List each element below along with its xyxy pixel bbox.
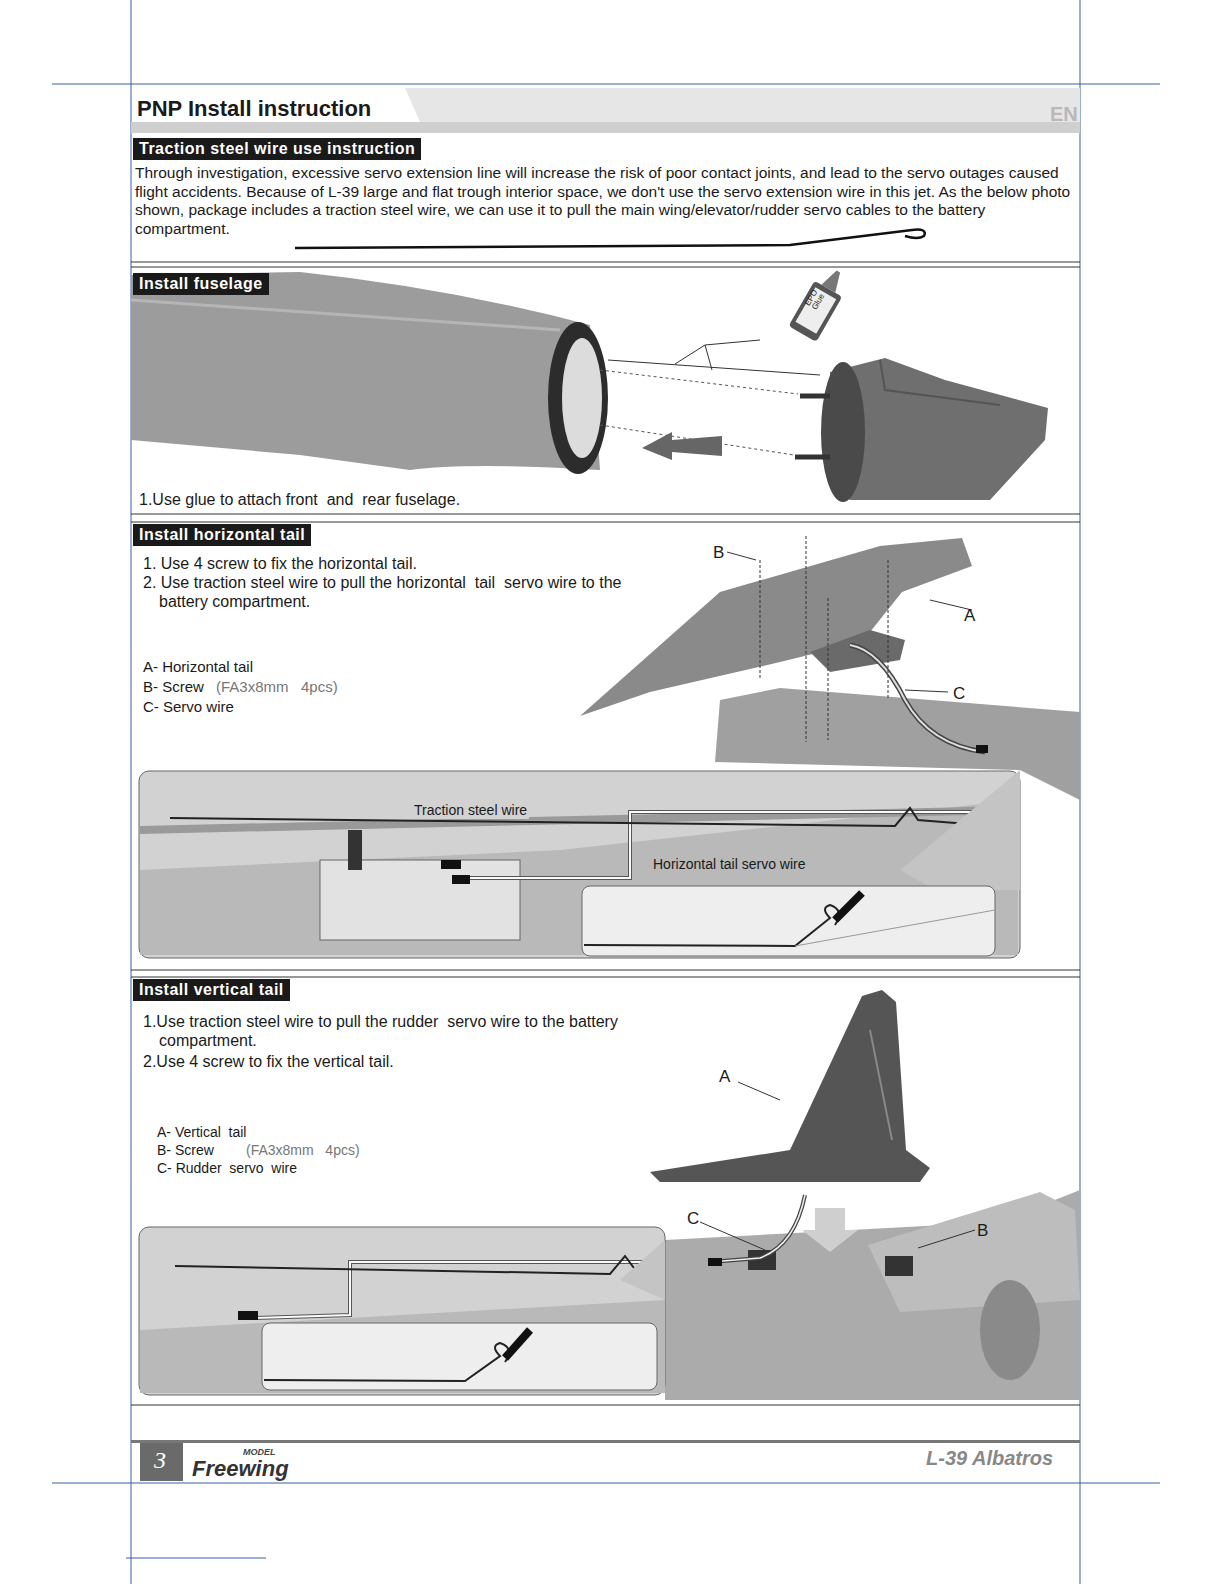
step-text: 1.Use traction steel wire to pull the ru… [143, 1012, 649, 1050]
page-number: 3 [154, 1446, 166, 1475]
legend-item: A- Horizontal tail [143, 658, 253, 676]
callout-letter: A [964, 606, 975, 626]
spec-text: (FA3x8mm 4pcs) [216, 678, 338, 696]
callout-letter: A [719, 1067, 730, 1087]
tail-fuselage [665, 1190, 1080, 1400]
steel-wire [295, 230, 925, 248]
legend-item: C- Rudder servo wire [157, 1160, 297, 1177]
section-header-text: Traction steel wire use instruction [139, 140, 415, 157]
legend-item: B- Screw [143, 678, 204, 696]
step-text: 1.Use glue to attach front and rear fuse… [139, 490, 460, 509]
section-header: Install fuselage [133, 273, 269, 295]
callout-letter: C [687, 1209, 699, 1229]
model-name: L-39 Albatros [926, 1446, 1053, 1470]
section-header-text: Install horizontal tail [139, 526, 305, 543]
legend-item: B- Screw [157, 1142, 214, 1159]
section-header: Traction steel wire use instruction [133, 138, 421, 160]
detail-inset [139, 771, 1020, 958]
legend-item: A- Vertical tail [157, 1124, 246, 1141]
panel-lines [131, 262, 1080, 1405]
vertical-tail [650, 990, 930, 1182]
part-label: Horizontal tail servo wire [651, 856, 808, 873]
step-text: 2. Use traction steel wire to pull the h… [143, 573, 659, 611]
intro-text: Through investigation, excessive servo e… [135, 164, 1080, 238]
callout-letter: C [953, 684, 965, 704]
page-title: PNP Install instruction [137, 96, 371, 122]
horizontal-tail [580, 538, 972, 716]
section-header-text: Install vertical tail [139, 981, 284, 998]
crop-lines [52, 0, 1160, 1584]
brand-logo: Freewing [192, 1456, 289, 1482]
section-header: Install vertical tail [133, 979, 290, 1001]
section-header: Install horizontal tail [133, 524, 311, 546]
callout-letter: B [977, 1221, 988, 1241]
step-text: 1. Use 4 screw to fix the horizontal tai… [143, 554, 417, 573]
page-number-box [140, 1443, 183, 1481]
rear-fuselage [131, 272, 600, 470]
detail-inset [139, 1227, 665, 1395]
part-label: Traction steel wire [412, 802, 529, 819]
glue-bottle [789, 264, 853, 342]
callout-letter: B [713, 543, 724, 563]
spec-text: (FA3x8mm 4pcs) [246, 1142, 360, 1159]
legend-item: C- Servo wire [143, 698, 234, 716]
step-text: 2.Use 4 screw to fix the vertical tail. [143, 1052, 394, 1071]
language-tag: EN [1050, 102, 1078, 126]
push-arrow [642, 432, 722, 460]
section-header-text: Install fuselage [139, 275, 263, 292]
